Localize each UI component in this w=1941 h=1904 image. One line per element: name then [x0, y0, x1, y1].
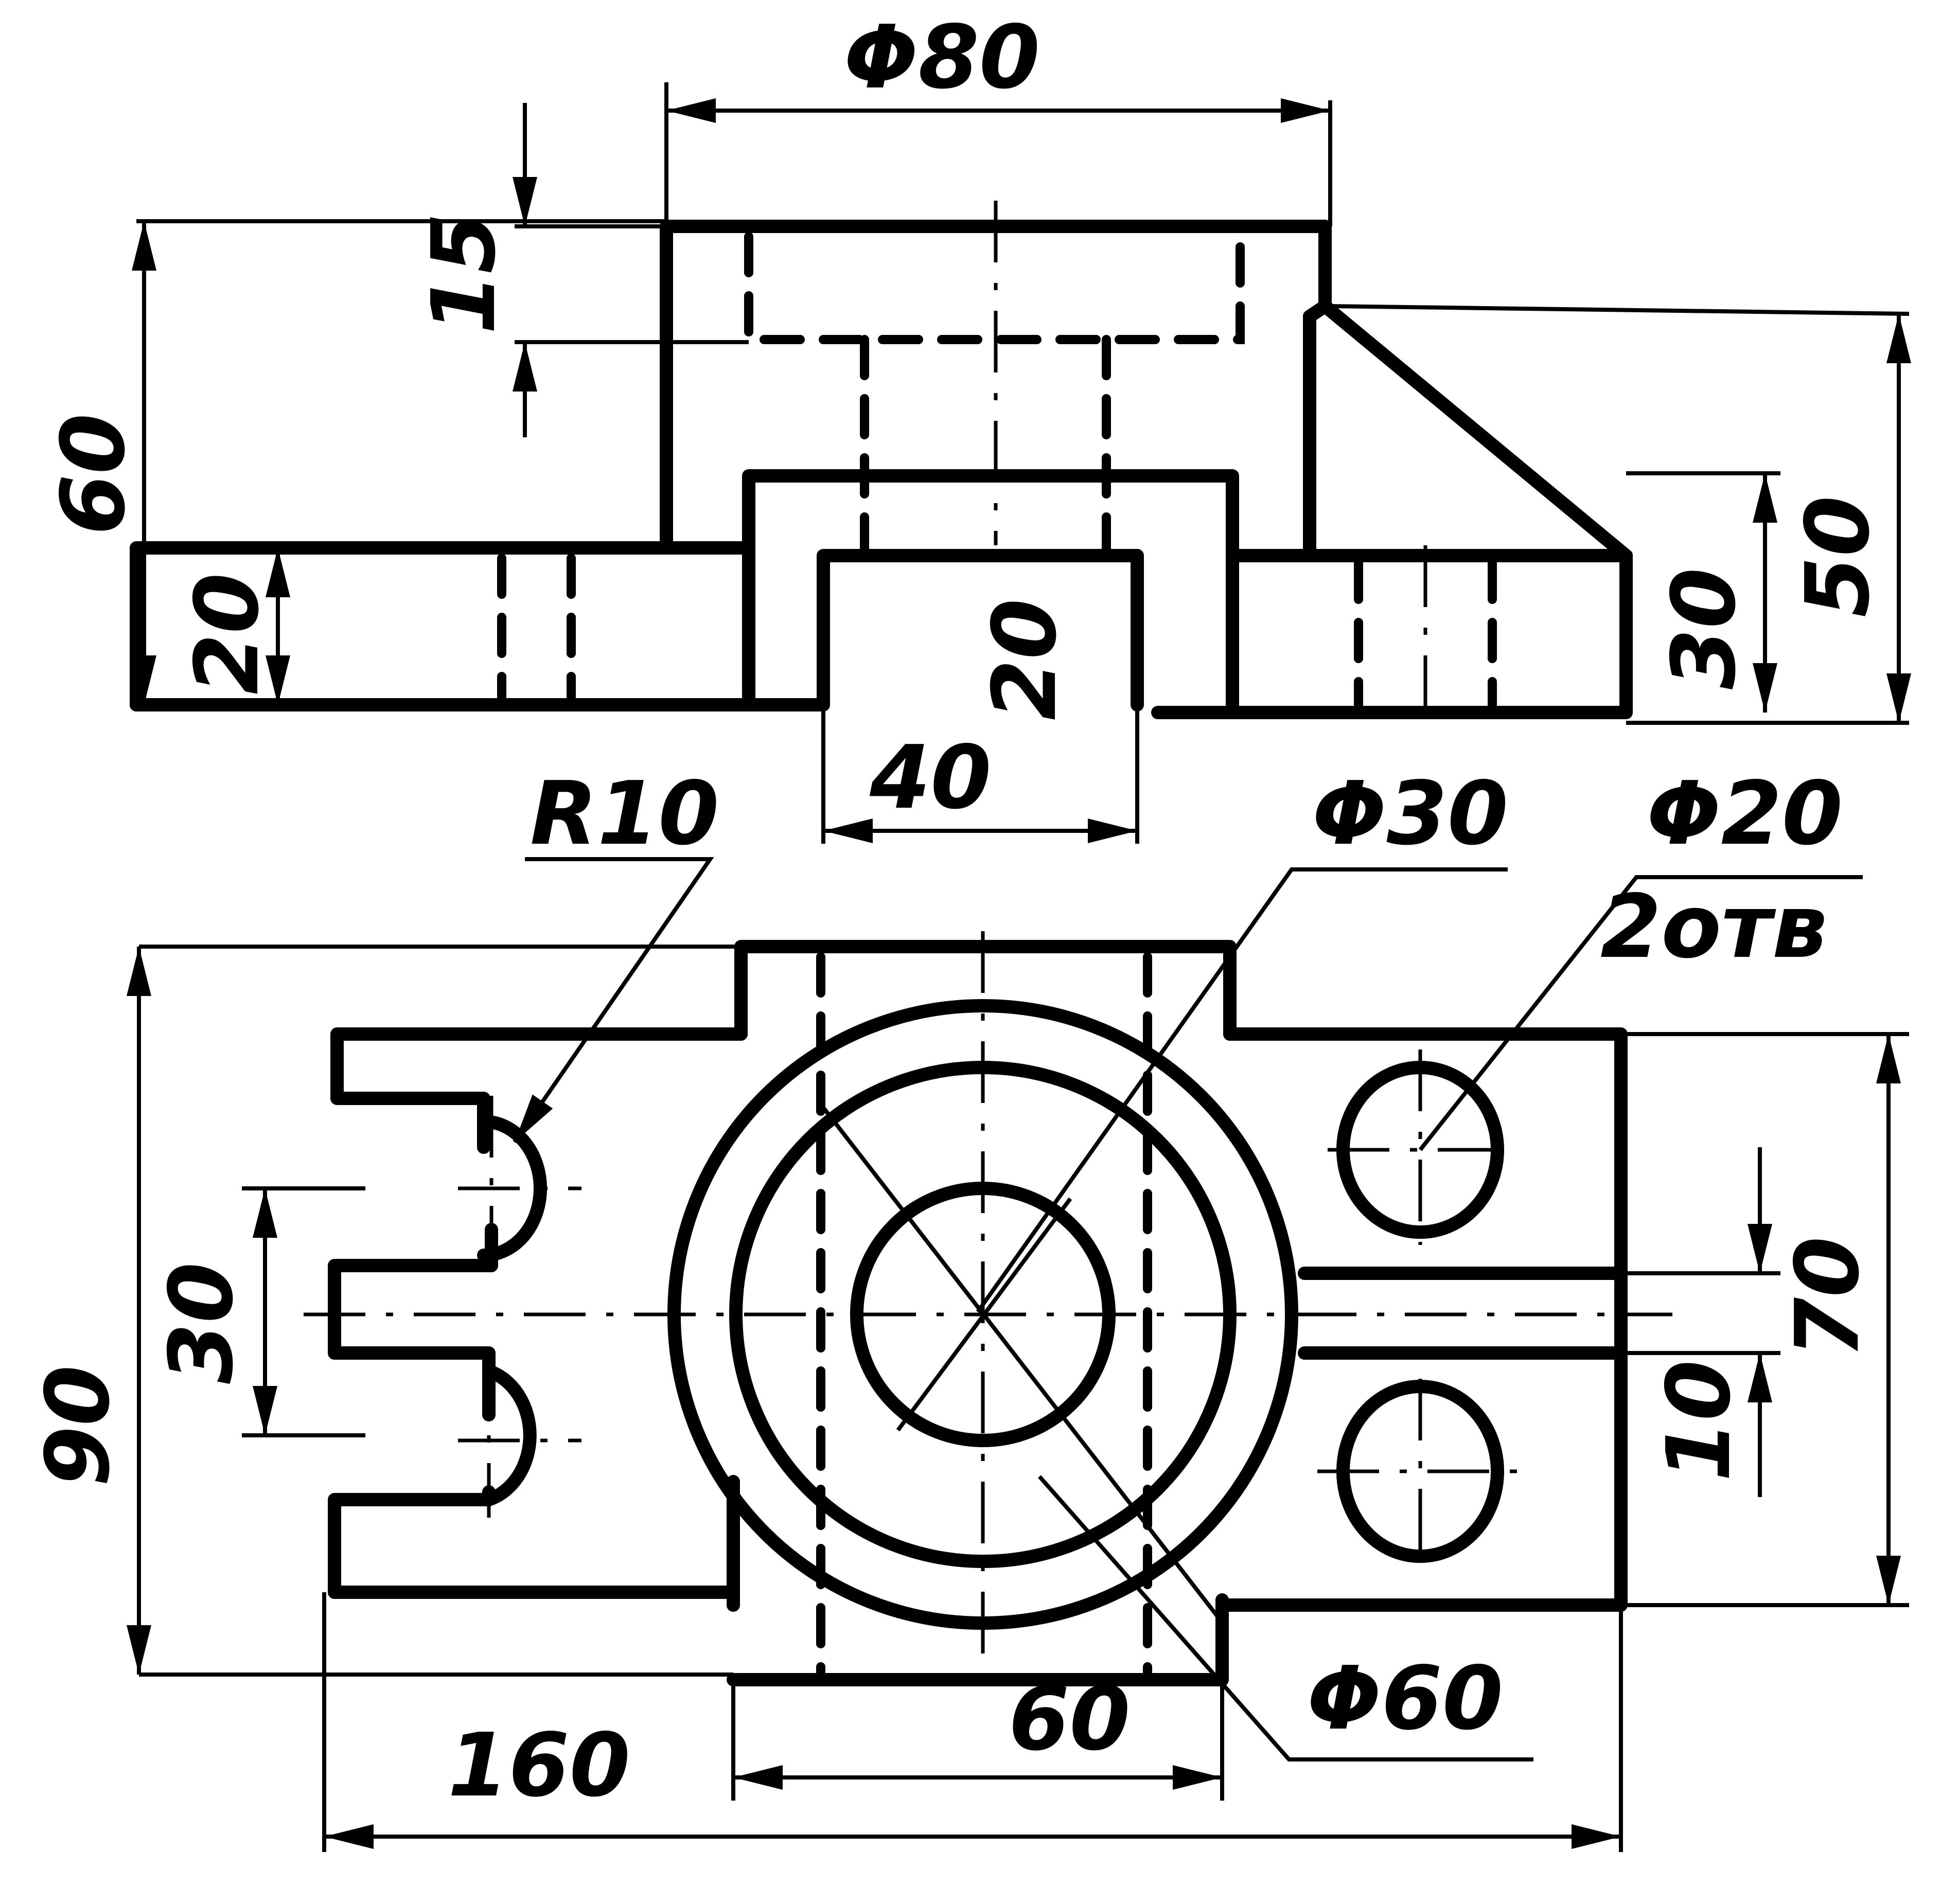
dim-holes-label: 2отв: [1600, 876, 1827, 978]
dim-d20-label: Φ20: [1647, 763, 1843, 865]
dim-h90-label: 90: [27, 1365, 129, 1487]
dim-w160-label: 160: [448, 1715, 630, 1817]
dim-d30-label: Φ30: [1312, 763, 1508, 865]
dim-d80-label: Φ80: [844, 7, 1040, 109]
dim-r10-label: R10: [530, 763, 719, 865]
dim-h50-ext-top: [1330, 304, 1910, 316]
top-view-slot-arc-upper: [477, 1115, 547, 1262]
front-view: Φ80 15 60 20 20 40 30 50: [43, 7, 1911, 844]
top-view-central-block: [734, 940, 1237, 1041]
dim-h70-label: 70: [1777, 1236, 1879, 1358]
top-view-slot-arc-lower: [482, 1364, 537, 1506]
dim-w30-slot-label: 30: [151, 1262, 253, 1384]
top-view-diagonal-a: [816, 1099, 1227, 1627]
dim-h30-right-label: 30: [1653, 567, 1755, 689]
dim-r10-leader: [513, 857, 714, 1144]
top-view: R10 Φ30 Φ20 2отв 30 90 70 10 Φ60: [27, 763, 1909, 1852]
dim-d20-leader: [1418, 875, 1863, 1151]
dim-w60-label: 60: [1009, 1668, 1131, 1770]
dim-w40-label: 40: [869, 727, 992, 829]
front-view-base-bottom-right: [1151, 549, 1633, 719]
dim-h15-label: 15: [413, 212, 515, 334]
front-view-base-bottom-left: [130, 549, 1144, 711]
dim-d60-leader: [1037, 1475, 1533, 1761]
dim-h20-center-label: 20: [974, 598, 1076, 720]
top-view-diagonal-b: [896, 1197, 1072, 1432]
top-view-right-base: [1215, 1027, 1628, 1612]
dim-w10-label: 10: [1648, 1360, 1750, 1482]
dim-d30-leader: [976, 867, 1508, 1313]
dim-d60-label: Φ60: [1307, 1648, 1503, 1750]
dim-h60-label: 60: [43, 413, 145, 535]
top-view-right-slot: [1298, 1267, 1628, 1360]
front-view-rib: [1303, 299, 1633, 562]
dim-h50-label: 50: [1787, 495, 1889, 617]
front-view-raised-block: [742, 469, 1239, 711]
dim-h20-left-label: 20: [177, 573, 278, 695]
